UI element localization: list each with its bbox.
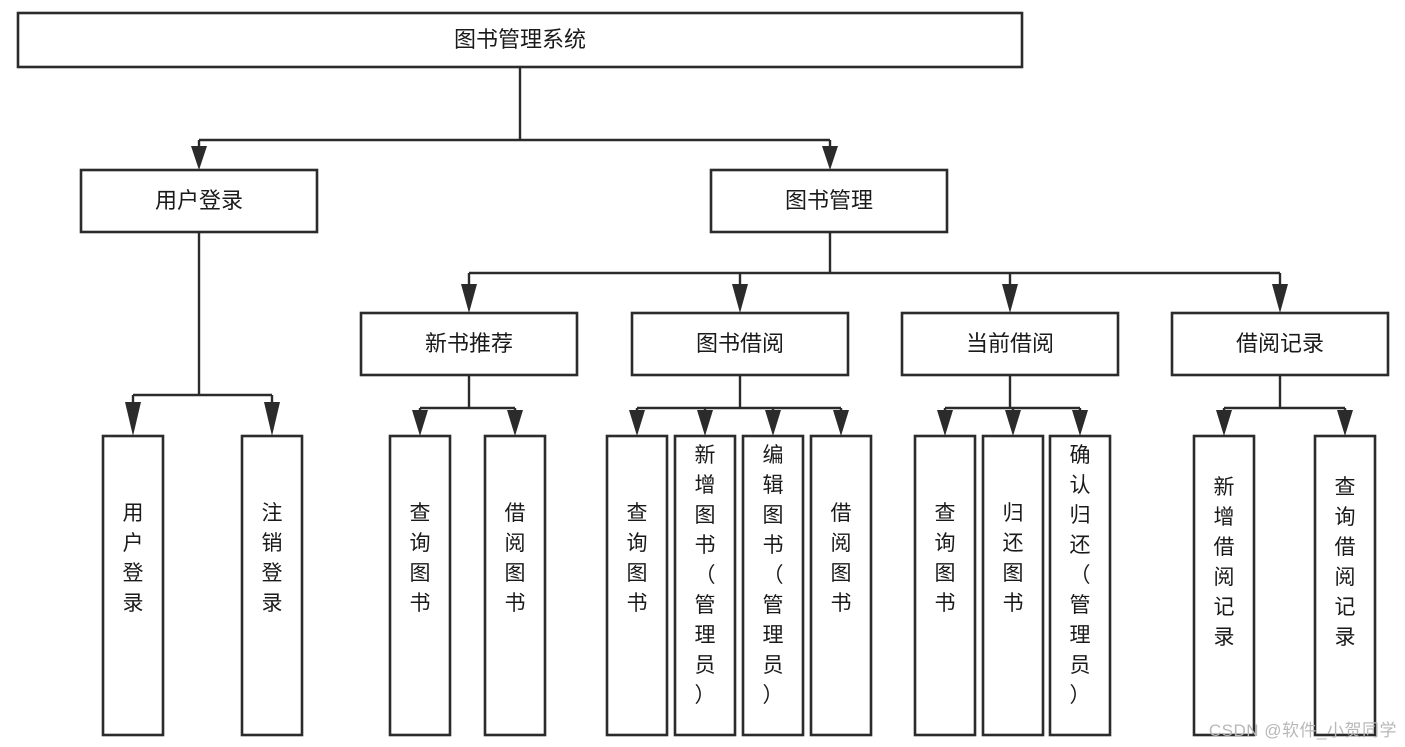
leaf-return-book[interactable]: 归还图书 bbox=[981, 434, 1045, 737]
leaf-current-query-book[interactable]: 查询图书 bbox=[913, 434, 977, 737]
leaf-current-query-book-label: 查询图书 bbox=[935, 502, 956, 615]
node-borrow-record-box[interactable] bbox=[1170, 311, 1390, 377]
arrowhead-current-leaf-1 bbox=[937, 410, 953, 436]
node-book-borrow-label: 图书借阅 bbox=[696, 331, 784, 356]
node-layer: 图书管理系统 用户登录 图书管理 新书推荐 图书借阅 当前 bbox=[16, 11, 1390, 737]
leaf-edit-book-admin-box[interactable] bbox=[741, 434, 805, 737]
node-current-borrow-box[interactable] bbox=[900, 311, 1120, 377]
node-root[interactable]: 图书管理系统 bbox=[16, 11, 1024, 69]
leaf-add-book-admin-label: 新增图书（管理员） bbox=[695, 444, 716, 707]
arrowhead-record-leaf-2 bbox=[1337, 410, 1353, 436]
leaf-confirm-return-admin-label: 确认归还（管理员） bbox=[1070, 444, 1091, 707]
node-user-login[interactable]: 用户登录 bbox=[79, 168, 319, 234]
arrowhead-record bbox=[1272, 284, 1288, 313]
leaf-logout-box[interactable] bbox=[240, 434, 304, 737]
arrowhead-borrow-leaf-3 bbox=[765, 410, 781, 436]
arrowhead-borrow-leaf-2 bbox=[697, 410, 713, 436]
leaf-borrow-book[interactable]: 借阅图书 bbox=[809, 434, 873, 737]
node-borrow-record-label: 借阅记录 bbox=[1236, 331, 1324, 356]
arrowhead-book-mgmt bbox=[822, 146, 838, 170]
leaf-edit-book-admin[interactable]: 编辑图书（管理员） bbox=[741, 434, 805, 737]
node-book-borrow[interactable]: 图书借阅 bbox=[630, 311, 850, 377]
node-new-book-recommend-box[interactable] bbox=[359, 311, 579, 377]
leaf-add-borrow-record[interactable]: 新增借阅记录 bbox=[1192, 434, 1256, 737]
node-root-box[interactable] bbox=[16, 11, 1024, 69]
leaf-newbook-borrow-book[interactable]: 借阅图书 bbox=[483, 434, 547, 737]
leaf-user-login-box[interactable] bbox=[101, 434, 165, 737]
leaf-borrow-book-box[interactable] bbox=[809, 434, 873, 737]
leaf-return-book-label: 归还图书 bbox=[1003, 502, 1024, 615]
leaf-confirm-return-admin[interactable]: 确认归还（管理员） bbox=[1048, 434, 1112, 737]
leaf-add-book-admin[interactable]: 新增图书（管理员） bbox=[673, 434, 737, 737]
node-user-login-label: 用户登录 bbox=[155, 188, 243, 213]
leaf-logout-label: 注销登录 bbox=[262, 502, 283, 615]
leaf-current-query-book-box[interactable] bbox=[913, 434, 977, 737]
leaf-newbook-query-book-box[interactable] bbox=[388, 434, 452, 737]
arrowhead-newbook bbox=[461, 284, 477, 313]
arrowhead-leaf-logout bbox=[264, 402, 280, 436]
leaf-borrow-query-book-label: 查询图书 bbox=[627, 502, 648, 615]
node-book-management-box[interactable] bbox=[709, 168, 949, 234]
leaf-borrow-book-label: 借阅图书 bbox=[831, 502, 852, 615]
node-current-borrow-label: 当前借阅 bbox=[966, 331, 1054, 356]
node-book-borrow-box[interactable] bbox=[630, 311, 850, 377]
node-current-borrow[interactable]: 当前借阅 bbox=[900, 311, 1120, 377]
leaf-newbook-query-book-label: 查询图书 bbox=[410, 502, 431, 615]
leaf-user-login-label: 用户登录 bbox=[123, 502, 144, 615]
leaf-borrow-query-book[interactable]: 查询图书 bbox=[605, 434, 669, 737]
leaf-newbook-borrow-book-label: 借阅图书 bbox=[505, 502, 526, 615]
leaf-newbook-query-book[interactable]: 查询图书 bbox=[388, 434, 452, 737]
leaf-confirm-return-admin-box[interactable] bbox=[1048, 434, 1112, 737]
leaf-newbook-borrow-book-box[interactable] bbox=[483, 434, 547, 737]
leaf-user-login[interactable]: 用户登录 bbox=[101, 434, 165, 737]
leaf-add-borrow-record-label: 新增借阅记录 bbox=[1214, 476, 1235, 649]
node-new-book-recommend-label: 新书推荐 bbox=[425, 331, 513, 356]
arrowhead-newbook-leaf-1 bbox=[412, 410, 428, 436]
arrowhead-borrow-leaf-1 bbox=[629, 410, 645, 436]
leaf-query-borrow-record-box[interactable] bbox=[1313, 434, 1377, 737]
node-root-label: 图书管理系统 bbox=[454, 27, 586, 52]
arrowhead-leaf-user-login bbox=[125, 402, 141, 436]
leaf-logout[interactable]: 注销登录 bbox=[240, 434, 304, 737]
node-user-login-box[interactable] bbox=[79, 168, 319, 234]
node-book-management[interactable]: 图书管理 bbox=[709, 168, 949, 234]
leaf-query-borrow-record-label: 查询借阅记录 bbox=[1335, 476, 1356, 649]
leaf-add-book-admin-box[interactable] bbox=[673, 434, 737, 737]
leaf-borrow-query-book-box[interactable] bbox=[605, 434, 669, 737]
arrowhead-borrow-leaf-4 bbox=[833, 410, 849, 436]
leaf-edit-book-admin-label: 编辑图书（管理员） bbox=[763, 444, 784, 707]
arrowhead-record-leaf-1 bbox=[1216, 410, 1232, 436]
connector-layer bbox=[125, 67, 1353, 436]
arrowhead-current bbox=[1002, 284, 1018, 313]
node-book-management-label: 图书管理 bbox=[785, 188, 873, 213]
node-borrow-record[interactable]: 借阅记录 bbox=[1170, 311, 1390, 377]
leaf-add-borrow-record-box[interactable] bbox=[1192, 434, 1256, 737]
arrowhead-current-leaf-2 bbox=[1005, 410, 1021, 436]
leaf-query-borrow-record[interactable]: 查询借阅记录 bbox=[1313, 434, 1377, 737]
arrowhead-borrow bbox=[732, 284, 748, 313]
arrowhead-newbook-leaf-2 bbox=[507, 410, 523, 436]
node-new-book-recommend[interactable]: 新书推荐 bbox=[359, 311, 579, 377]
arrowhead-user-login bbox=[191, 146, 207, 170]
arrowhead-current-leaf-3 bbox=[1072, 410, 1088, 436]
leaf-return-book-box[interactable] bbox=[981, 434, 1045, 737]
